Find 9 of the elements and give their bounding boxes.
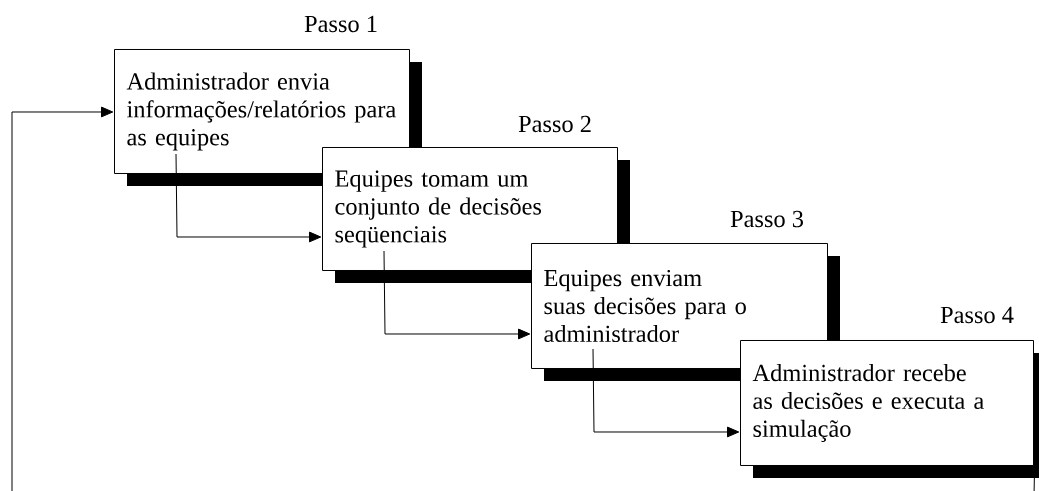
arrow bbox=[383, 250, 531, 340]
step-box: Administrador recebe as decisões e executa a simulação bbox=[740, 340, 1039, 478]
arrow bbox=[592, 348, 740, 438]
step-label: Passo 2 bbox=[518, 115, 591, 133]
arrow bbox=[11, 106, 1036, 491]
step-label: Passo 4 bbox=[940, 306, 1014, 324]
step-label: Passo 1 bbox=[304, 15, 377, 33]
step-label: Passo 3 bbox=[730, 210, 803, 228]
arrow bbox=[175, 153, 322, 243]
